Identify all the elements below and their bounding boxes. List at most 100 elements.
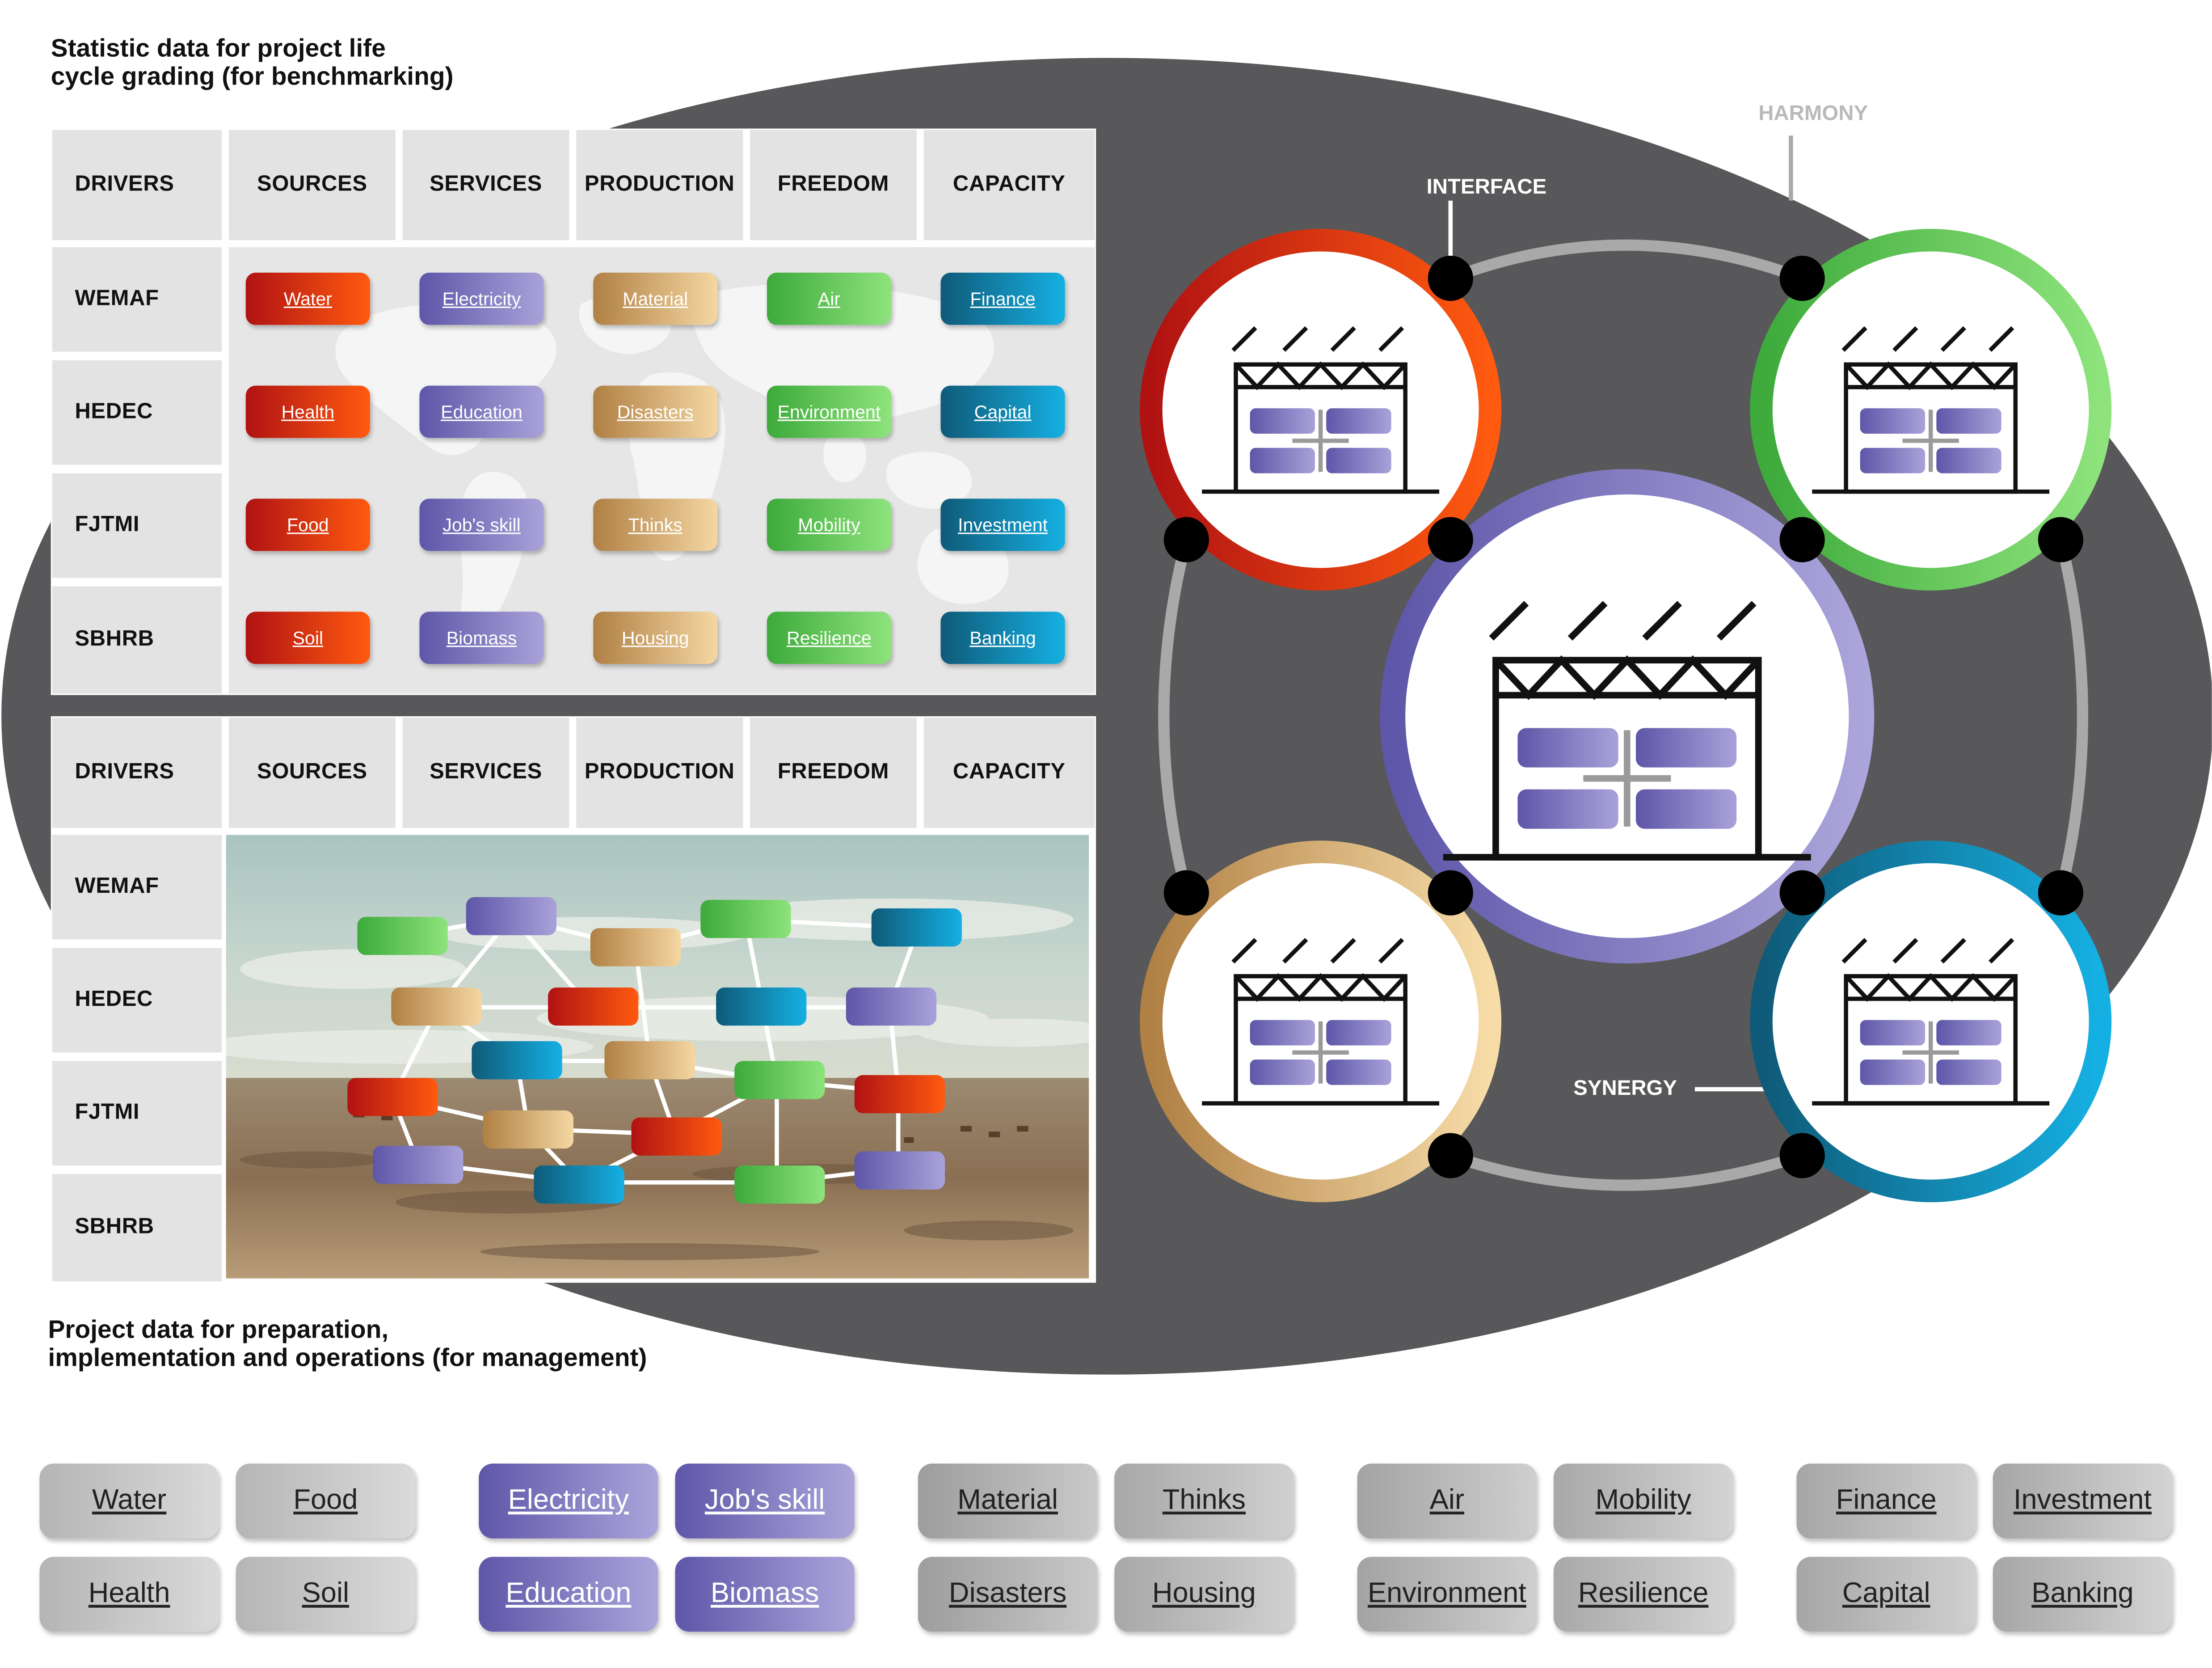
pill-disasters[interactable]: Disasters xyxy=(593,385,718,438)
pill-air[interactable]: Air xyxy=(767,272,891,325)
legend-housing-button[interactable]: Housing xyxy=(1114,1557,1294,1632)
pill-environment[interactable]: Environment xyxy=(767,385,891,438)
pill-electricity[interactable]: Electricity xyxy=(419,272,544,325)
button-label: Banking xyxy=(2031,1578,2134,1609)
pill-education[interactable]: Education xyxy=(419,385,544,438)
pill-label: Soil xyxy=(292,627,324,649)
legend-health-button[interactable]: Health xyxy=(39,1557,219,1632)
pill-material[interactable]: Material xyxy=(593,272,718,325)
legend-thinks-button[interactable]: Thinks xyxy=(1114,1463,1294,1539)
pill-soil[interactable]: Soil xyxy=(245,612,370,664)
button-label: Education xyxy=(506,1578,632,1609)
pill-label: Disasters xyxy=(617,401,694,422)
pill-label: Thinks xyxy=(628,514,683,536)
pill-label: Air xyxy=(817,288,841,310)
header-production: PRODUCTION xyxy=(576,718,743,828)
pill-mobility[interactable]: Mobility xyxy=(767,498,891,551)
header-capacity: CAPACITY xyxy=(923,718,1095,828)
button-label: Health xyxy=(88,1578,170,1609)
driver-fjtmi: FJTMI xyxy=(52,473,222,578)
driver-wemaf: WEMAF xyxy=(52,247,222,352)
header-freedom: FREEDOM xyxy=(750,718,917,828)
savanna-photo xyxy=(226,835,1089,1279)
button-label: Mobility xyxy=(1595,1485,1691,1516)
header-production: PRODUCTION xyxy=(576,130,743,241)
legend-jobs-skill-button[interactable]: Job's skill xyxy=(675,1463,855,1539)
interface-label: INTERFACE xyxy=(1426,175,1547,199)
statistics-table: DRIVERS SOURCES SERVICES PRODUCTION FREE… xyxy=(51,128,1096,695)
pill-health[interactable]: Health xyxy=(245,385,370,438)
pill-label: Food xyxy=(287,514,329,536)
header-services: SERVICES xyxy=(402,130,569,241)
header-drivers: DRIVERS xyxy=(52,718,222,828)
legend-capital-button[interactable]: Capital xyxy=(1796,1557,1976,1632)
legend-resilience-button[interactable]: Resilience xyxy=(1554,1557,1733,1632)
pill-label: Banking xyxy=(969,627,1036,649)
button-label: Thinks xyxy=(1162,1485,1246,1516)
legend-material-button[interactable]: Material xyxy=(918,1463,1098,1539)
pill-label: Environment xyxy=(777,401,881,422)
legend-air-button[interactable]: Air xyxy=(1357,1463,1537,1539)
pill-housing[interactable]: Housing xyxy=(593,612,718,664)
header-freedom: FREEDOM xyxy=(750,130,917,241)
driver-fjtmi: FJTMI xyxy=(52,1061,222,1165)
legend-disasters-button[interactable]: Disasters xyxy=(918,1557,1098,1632)
pill-label: Capital xyxy=(974,401,1032,422)
legend-banking-button[interactable]: Banking xyxy=(1993,1557,2173,1632)
pill-banking[interactable]: Banking xyxy=(940,612,1065,664)
header-drivers: DRIVERS xyxy=(52,130,222,241)
button-label: Job's skill xyxy=(704,1485,825,1516)
pill-label: Health xyxy=(281,401,335,422)
pill-food[interactable]: Food xyxy=(245,498,370,551)
driver-sbhrb: SBHRB xyxy=(52,586,222,694)
caption-bottom: Project data for preparation, implementa… xyxy=(48,1315,647,1372)
header-services: SERVICES xyxy=(402,718,569,828)
pill-label: Investment xyxy=(958,514,1048,536)
pill-finance[interactable]: Finance xyxy=(940,272,1065,325)
button-label: Food xyxy=(293,1485,358,1516)
pill-jobs-skill[interactable]: Job's skill xyxy=(419,498,544,551)
pill-resilience[interactable]: Resilience xyxy=(767,612,891,664)
legend-education-button[interactable]: Education xyxy=(479,1557,658,1632)
pill-label: Material xyxy=(623,288,688,310)
legend-biomass-button[interactable]: Biomass xyxy=(675,1557,855,1632)
pill-capital[interactable]: Capital xyxy=(940,385,1065,438)
synergy-label: SYNERGY xyxy=(1573,1076,1677,1101)
pill-biomass[interactable]: Biomass xyxy=(419,612,544,664)
header-capacity: CAPACITY xyxy=(923,130,1095,241)
pill-label: Job's skill xyxy=(442,514,521,536)
legend-finance-button[interactable]: Finance xyxy=(1796,1463,1976,1539)
button-label: Material xyxy=(957,1485,1058,1516)
header-sources: SOURCES xyxy=(228,130,396,241)
pill-label: Finance xyxy=(970,288,1036,310)
pill-label: Water xyxy=(283,288,332,310)
network-nodes xyxy=(347,897,962,1204)
pill-label: Resilience xyxy=(787,627,872,649)
legend-investment-button[interactable]: Investment xyxy=(1993,1463,2173,1539)
button-label: Environment xyxy=(1368,1578,1526,1609)
legend-soil-button[interactable]: Soil xyxy=(236,1557,416,1632)
driver-sbhrb: SBHRB xyxy=(52,1174,222,1282)
pill-investment[interactable]: Investment xyxy=(940,498,1065,551)
button-label: Resilience xyxy=(1578,1578,1709,1609)
legend-mobility-button[interactable]: Mobility xyxy=(1554,1463,1733,1539)
button-label: Soil xyxy=(302,1578,350,1609)
pill-label: Mobility xyxy=(798,514,860,536)
caption-top: Statistic data for project life cycle gr… xyxy=(51,34,454,91)
button-label: Disasters xyxy=(948,1578,1067,1609)
legend-electricity-button[interactable]: Electricity xyxy=(479,1463,658,1539)
legend-environment-button[interactable]: Environment xyxy=(1357,1557,1537,1632)
button-label: Air xyxy=(1429,1485,1465,1516)
pill-label: Education xyxy=(441,401,522,422)
pill-label: Electricity xyxy=(442,288,521,310)
legend-water-button[interactable]: Water xyxy=(39,1463,219,1539)
legend-food-button[interactable]: Food xyxy=(236,1463,416,1539)
pill-label: Biomass xyxy=(446,627,517,649)
button-label: Biomass xyxy=(710,1578,819,1609)
button-label: Water xyxy=(92,1485,167,1516)
button-label: Housing xyxy=(1152,1578,1256,1609)
pill-thinks[interactable]: Thinks xyxy=(593,498,718,551)
button-label: Capital xyxy=(1842,1578,1930,1609)
pill-water[interactable]: Water xyxy=(245,272,370,325)
button-label: Investment xyxy=(2013,1485,2152,1516)
